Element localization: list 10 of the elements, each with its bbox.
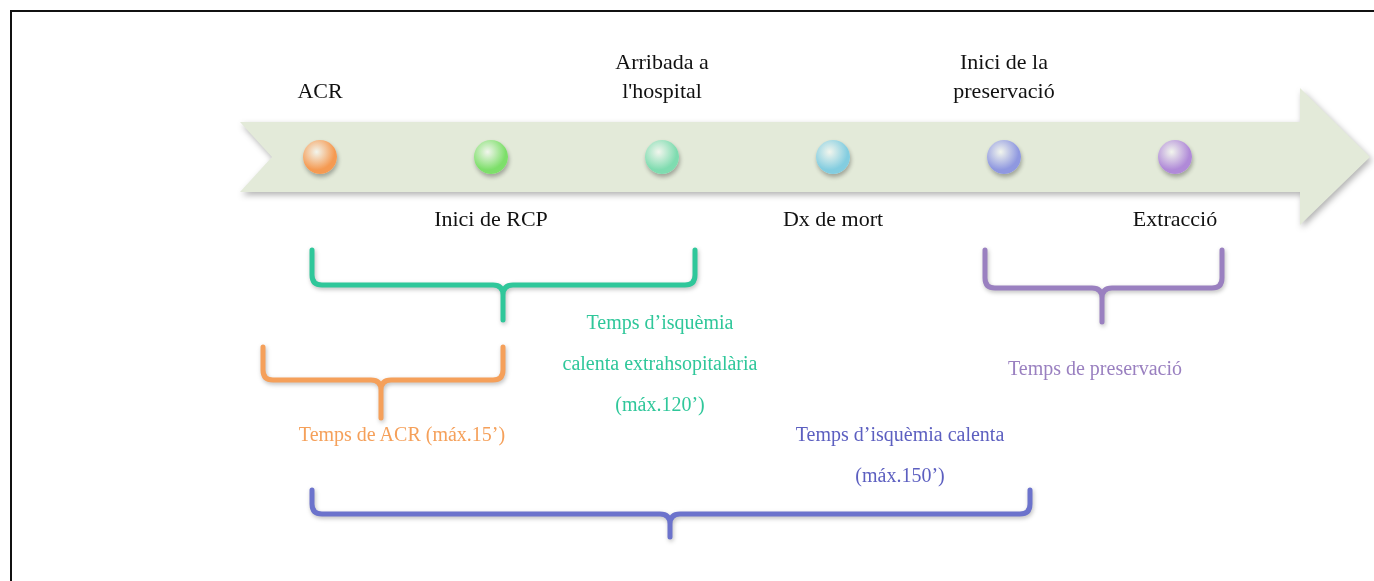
timeline-label: Inici de la preservació: [952, 48, 1056, 105]
timeline-label: Extracció: [1131, 205, 1219, 233]
timeline-label: Dx de mort: [781, 205, 885, 233]
timeline-label: ACR: [296, 77, 344, 105]
interval-label: Temps d’isquèmia calenta (máx.150’): [794, 422, 1006, 488]
interval-label: Temps d’isquèmia calenta extrahsopitalària (máx.120’): [561, 310, 759, 417]
timeline-label: Inici de RCP: [433, 205, 549, 233]
timeline-label: Arribada a l'hospital: [614, 48, 710, 105]
interval-label: Temps de preservació: [1006, 356, 1184, 382]
interval-label: Temps de ACR (máx.15’): [297, 422, 507, 448]
